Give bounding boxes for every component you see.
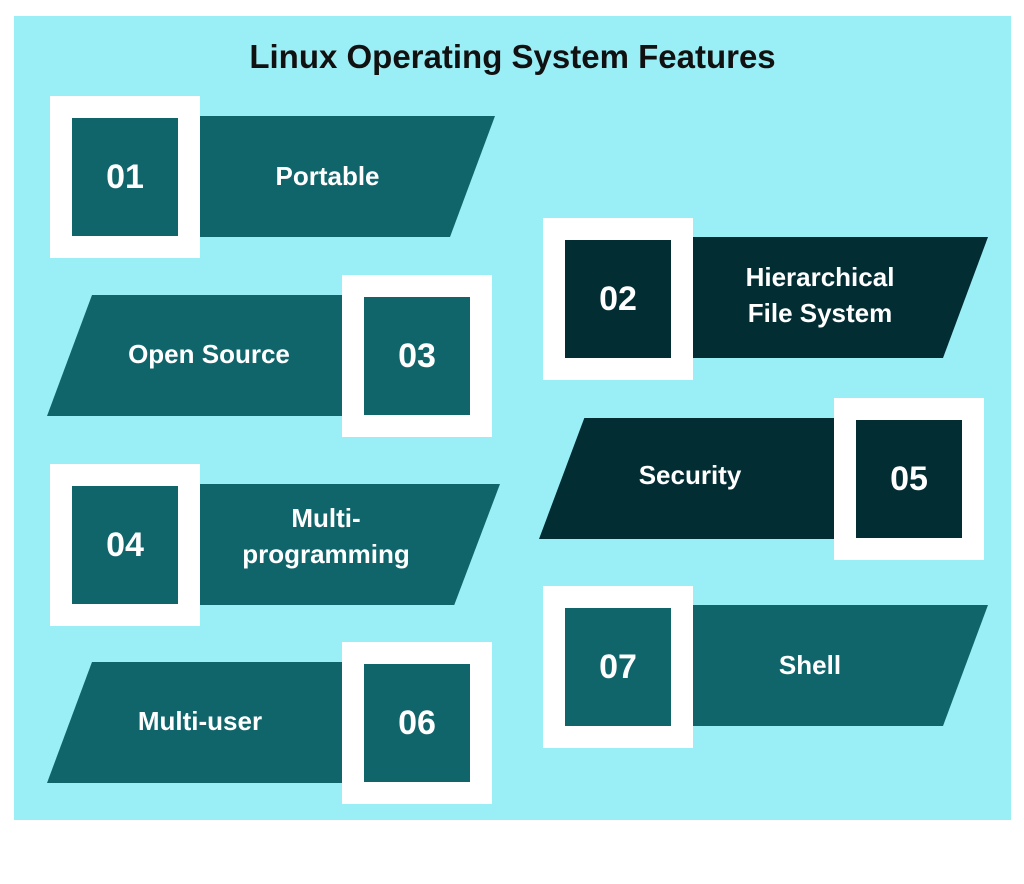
feature-label-portable: Portable bbox=[275, 161, 380, 191]
feature-band-multi-programming bbox=[195, 484, 500, 605]
feature-band-open-source bbox=[47, 295, 347, 416]
feature-label-open-source: Open Source bbox=[128, 339, 290, 369]
feature-label-multi-programming: Multi-programming bbox=[242, 503, 410, 569]
feature-label-security: Security bbox=[638, 460, 742, 490]
feature-number-02: 02 bbox=[543, 218, 693, 380]
feature-number-05: 05 bbox=[834, 398, 984, 560]
feature-number-07: 07 bbox=[543, 586, 693, 748]
feature-number-03: 03 bbox=[342, 275, 492, 437]
feature-number-06: 06 bbox=[342, 642, 492, 804]
feature-band-multi-user bbox=[47, 662, 347, 783]
feature-label-hierarchical-file-system: Hierarchical File System bbox=[745, 262, 895, 328]
diagram-title: Linux Operating System Features bbox=[249, 38, 776, 75]
feature-label-multi-user: Multi-user bbox=[137, 706, 263, 736]
feature-label-shell: Shell bbox=[778, 650, 842, 680]
feature-number-01: 01 bbox=[50, 96, 200, 258]
feature-number-04: 04 bbox=[50, 464, 200, 626]
feature-band-portable bbox=[195, 116, 495, 237]
feature-band-hierarchical-file-system bbox=[688, 237, 988, 358]
feature-band-shell bbox=[688, 605, 988, 726]
feature-band-security bbox=[539, 418, 841, 539]
